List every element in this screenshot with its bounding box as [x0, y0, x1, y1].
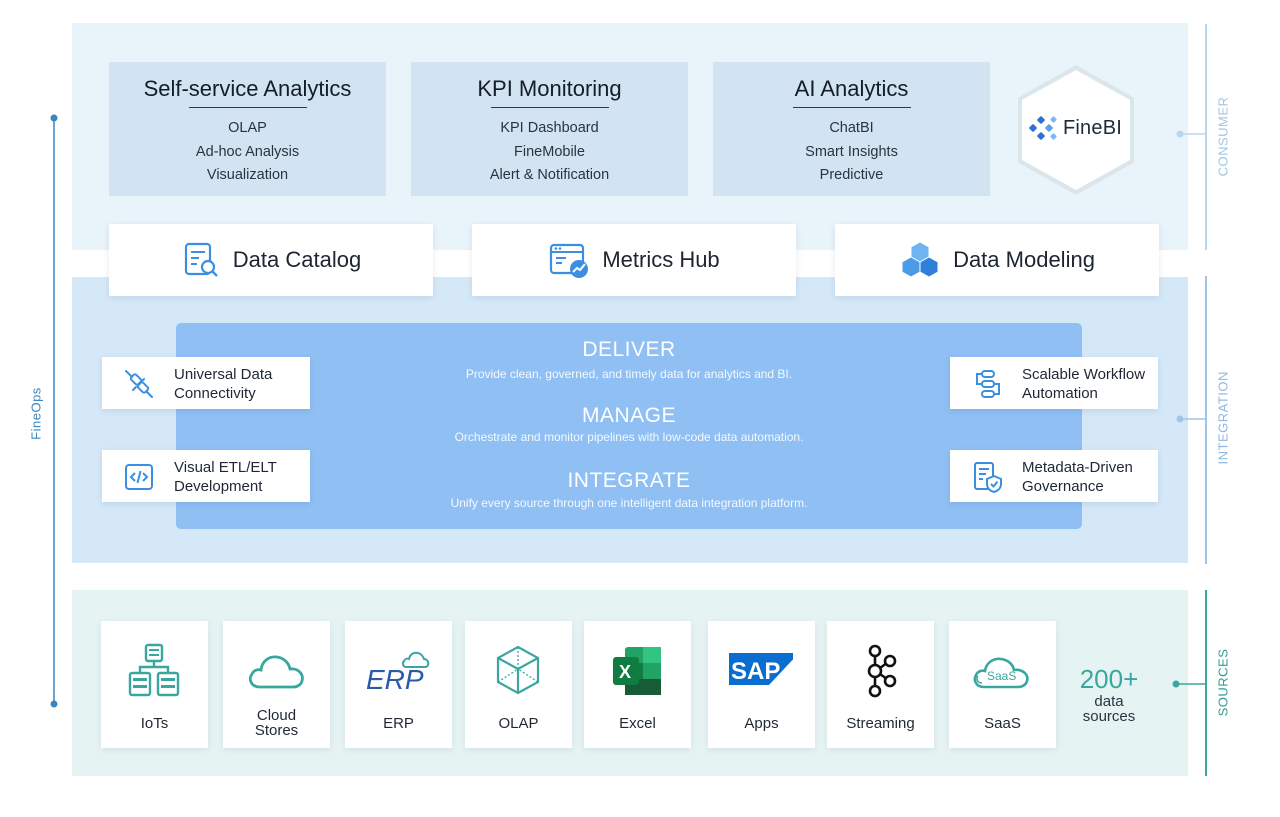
layer-heading-deliver: DELIVER — [582, 338, 676, 361]
source-card-streaming: Streaming — [827, 621, 934, 748]
analytics-card-self-service: Self-service Analytics OLAP Ad-hoc Analy… — [109, 62, 386, 196]
source-card-apps: SAP Apps — [708, 621, 815, 748]
feature-label: Metadata-Driven Governance — [1022, 458, 1156, 496]
divider — [188, 107, 307, 108]
card-title: Self-service Analytics — [143, 76, 352, 101]
source-count: 200+ — [1079, 664, 1139, 694]
source-card-cloud-stores: Cloud Stores — [223, 621, 330, 748]
integration-layers-block: DELIVER Provide clean, governed, and tim… — [176, 323, 1082, 529]
card-item: Predictive — [819, 167, 884, 183]
feature-card-visual-etl: Visual ETL/ELT Development — [102, 450, 310, 502]
plug-icon — [125, 370, 153, 398]
feature-label: Scalable Workflow Automation — [1022, 365, 1156, 403]
feature-label-line: Universal Data — [174, 366, 273, 383]
feature-label: Universal Data Connectivity — [174, 365, 308, 403]
feature-label-line: Visual ETL/ELT — [174, 459, 277, 476]
card-item: KPI Dashboard — [500, 120, 599, 136]
source-label: Excel — [619, 715, 656, 732]
right-rails — [1172, 24, 1207, 776]
feature-label-line: Development — [174, 478, 263, 495]
iot-icon — [128, 643, 180, 697]
hub-card-metrics-hub: Metrics Hub — [472, 224, 796, 296]
finebi-hexagon — [1022, 70, 1130, 190]
feature-label-line: Connectivity — [174, 385, 256, 402]
integration-label: INTEGRATION — [1215, 371, 1231, 465]
feature-label-line: Governance — [1022, 478, 1104, 495]
data-modeling-icon — [901, 241, 939, 278]
streaming-icon — [867, 644, 897, 698]
layer-desc-manage: Orchestrate and monitor pipelines with l… — [454, 430, 804, 444]
metrics-hub-icon — [550, 243, 589, 278]
card-title: KPI Monitoring — [477, 76, 622, 101]
source-count-caption: data sources — [1068, 694, 1150, 724]
code-icon — [125, 464, 153, 490]
hub-label: Data Modeling — [953, 247, 1095, 272]
finebi-logo-text: FineBI — [1063, 116, 1123, 139]
card-item: Alert & Notification — [489, 167, 610, 183]
source-label: OLAP — [498, 715, 539, 732]
analytics-card-ai-analytics: AI Analytics ChatBI Smart Insights Predi… — [713, 62, 990, 196]
source-label: Cloud — [256, 707, 297, 724]
workflow-icon — [976, 370, 1000, 398]
data-catalog-icon — [184, 242, 218, 277]
source-card-erp: ERP ERP — [345, 621, 452, 748]
hub-card-data-modeling: Data Modeling — [835, 224, 1159, 296]
source-label: Apps — [744, 715, 779, 732]
card-title: AI Analytics — [794, 76, 909, 101]
cloud-icon — [248, 655, 304, 689]
feature-card-metadata-governance: Metadata-Driven Governance — [950, 450, 1158, 502]
saas-logo-text: SaaS — [987, 669, 1016, 683]
card-item: FineMobile — [514, 143, 585, 160]
source-label: ERP — [383, 715, 414, 732]
feature-label: Visual ETL/ELT Development — [174, 458, 308, 496]
card-item: ChatBI — [829, 120, 874, 136]
feature-card-workflow-automation: Scalable Workflow Automation — [950, 357, 1158, 409]
layer-desc-integrate: Unify every source through one intellige… — [450, 496, 808, 510]
source-count-caption-line: sources — [1082, 708, 1136, 725]
feature-card-universal-connectivity: Universal Data Connectivity — [102, 357, 310, 409]
hub-card-data-catalog: Data Catalog — [109, 224, 433, 296]
feature-label-line: Metadata-Driven — [1022, 459, 1133, 476]
source-card-excel: X Excel — [584, 621, 691, 748]
source-card-iots: IoTs — [101, 621, 208, 748]
hub-label: Metrics Hub — [602, 247, 720, 272]
feature-label-line: Automation — [1022, 385, 1098, 402]
feature-label-line: Scalable Workflow — [1022, 366, 1146, 383]
card-item: Ad-hoc Analysis — [195, 143, 300, 160]
layer-desc-deliver: Provide clean, governed, and timely data… — [465, 367, 793, 381]
erp-icon: ERP — [366, 651, 430, 695]
layer-heading-manage: MANAGE — [581, 404, 676, 427]
sap-icon: SAP — [729, 653, 793, 685]
source-label: SaaS — [984, 715, 1021, 732]
shield-document-icon — [974, 462, 1002, 494]
source-label: Stores — [254, 722, 299, 739]
layer-heading-integrate: INTEGRATE — [567, 469, 691, 492]
fineops-rail — [50, 114, 58, 708]
erp-logo-text: ERP — [366, 664, 424, 695]
saas-cloud-icon: SaaS — [973, 657, 1029, 689]
finebi-logo: FineBI — [1027, 110, 1127, 146]
source-card-saas: SaaS SaaS — [949, 621, 1056, 748]
card-item: Visualization — [206, 167, 289, 183]
finebi-logo-icon — [1029, 116, 1057, 140]
fineops-label: FineOps — [28, 387, 44, 440]
sap-logo-text: SAP — [731, 658, 780, 685]
sources-label: SOURCES — [1215, 648, 1231, 717]
consumer-label: CONSUMER — [1215, 96, 1231, 177]
source-count-caption-line: data — [1094, 693, 1124, 710]
divider — [792, 107, 911, 108]
card-item: Smart Insights — [805, 143, 898, 160]
card-item: OLAP — [228, 120, 267, 136]
source-card-olap: OLAP — [465, 621, 572, 748]
olap-cube-icon — [496, 645, 540, 695]
analytics-card-kpi-monitoring: KPI Monitoring KPI Dashboard FineMobile … — [411, 62, 688, 196]
source-label: IoTs — [140, 715, 169, 732]
source-label: Streaming — [846, 715, 915, 732]
hub-label: Data Catalog — [232, 247, 362, 272]
excel-icon: X — [613, 647, 661, 695]
divider — [490, 107, 609, 108]
excel-logo-text: X — [619, 662, 631, 682]
